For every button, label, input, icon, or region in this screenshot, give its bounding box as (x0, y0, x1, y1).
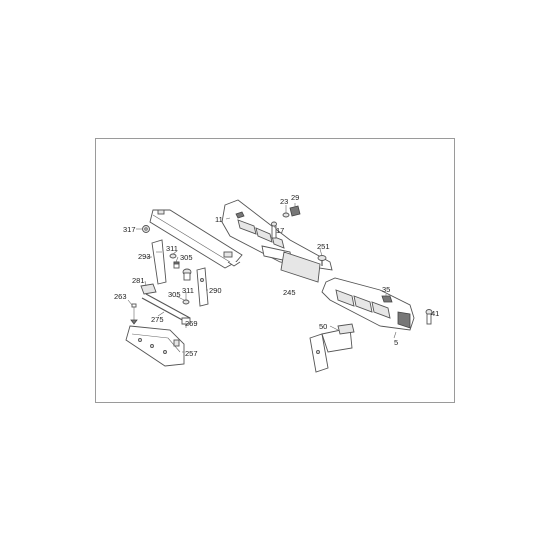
part-269-bolt[interactable] (181, 317, 191, 328)
callout-311-lower: 311 (182, 286, 194, 295)
part-41-bolt[interactable] (425, 309, 433, 325)
part-290-stay[interactable] (196, 267, 209, 307)
part-305-bolt-upper[interactable] (173, 261, 180, 269)
diagram-frame (95, 138, 455, 403)
part-257-tray[interactable] (125, 325, 185, 367)
callout-305-upper: 305 (180, 253, 193, 262)
callout-290: 290 (209, 286, 222, 295)
callout-257: 257 (185, 349, 198, 358)
callout-17: 17 (276, 226, 284, 235)
part-245-panel[interactable] (280, 251, 321, 283)
part-281-clip[interactable] (140, 283, 157, 295)
callout-23: 23 (280, 197, 288, 206)
part-23-washer[interactable] (282, 212, 290, 218)
callout-labels: 317 293 311 305 281 263 305 311 290 275 … (114, 193, 439, 358)
callout-311-upper: 311 (166, 244, 178, 253)
part-carrier-bar[interactable] (149, 209, 243, 269)
part-275-rod[interactable] (141, 293, 191, 323)
part-305-bolt-lower[interactable] (182, 268, 192, 281)
callout-29: 29 (291, 193, 299, 202)
callout-5: 5 (394, 338, 398, 347)
part-29-nut[interactable] (289, 205, 301, 217)
part-317-washer[interactable] (142, 225, 150, 233)
part-35-clip[interactable] (381, 295, 393, 303)
part-311-washer-upper[interactable] (169, 253, 177, 259)
part-5-bumper-lower[interactable] (321, 277, 415, 331)
callout-245: 245 (283, 288, 296, 297)
callout-251: 251 (317, 242, 330, 251)
callout-275: 275 (151, 315, 164, 324)
callout-35: 35 (382, 285, 390, 294)
callout-263: 263 (114, 292, 127, 301)
callout-281: 281 (132, 276, 145, 285)
part-293-bracket[interactable] (151, 239, 167, 285)
leader-lines (127, 203, 397, 353)
callout-317: 317 (123, 225, 136, 234)
callout-50: 50 (319, 322, 327, 331)
callout-11: 11 (215, 215, 223, 224)
callout-269: 269 (185, 319, 198, 328)
part-251-screw[interactable] (317, 255, 327, 267)
callout-41: 41 (431, 309, 439, 318)
part-50-bracket[interactable] (309, 323, 355, 373)
callout-305-lower: 305 (168, 290, 181, 299)
callout-293: 293 (138, 252, 151, 261)
part-311-washer-lower[interactable] (182, 299, 190, 305)
part-263-pin[interactable] (130, 303, 138, 325)
